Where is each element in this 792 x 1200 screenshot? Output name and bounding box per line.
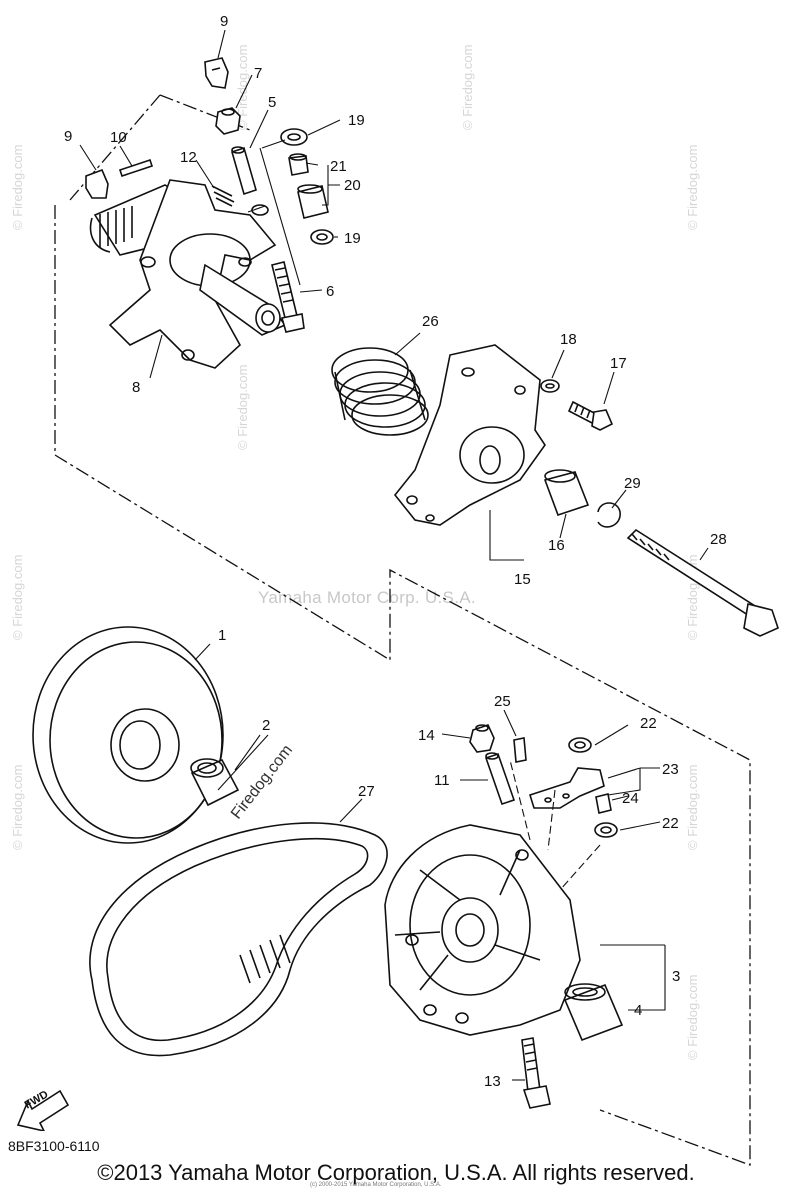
sliding-sheave-1 — [32, 626, 224, 844]
callout-7: 7 — [254, 65, 262, 82]
callout-9-upper: 9 — [220, 13, 228, 30]
callout-25: 25 — [494, 693, 511, 710]
callout-18: 18 — [560, 331, 577, 348]
bolt-13 — [521, 1037, 551, 1109]
callout-29: 29 — [624, 475, 641, 492]
callout-13: 13 — [484, 1073, 501, 1090]
clip-29 — [597, 502, 621, 528]
callout-19-upper: 19 — [348, 112, 365, 129]
callout-28: 28 — [710, 531, 727, 548]
bushing-16 — [543, 469, 590, 517]
weight-9-upper — [204, 57, 229, 89]
bushing-2 — [190, 758, 240, 807]
callout-14: 14 — [418, 727, 435, 744]
washer-19-upper — [280, 128, 308, 146]
callout-9-left: 9 — [64, 128, 72, 145]
pin-11 — [484, 752, 516, 806]
spring-cover-15 — [393, 344, 546, 526]
fwd-arrow-icon — [16, 1089, 70, 1131]
weight-9-left — [85, 168, 109, 199]
fine-print: (c) 2000-2015 Yamaha Motor Corporation, … — [310, 1182, 442, 1188]
callout-8: 8 — [132, 379, 140, 396]
callout-6: 6 — [326, 283, 334, 300]
callout-1: 1 — [218, 627, 226, 644]
pin-12 — [211, 185, 235, 207]
callout-17: 17 — [610, 355, 627, 372]
roller-arm-23 — [529, 767, 605, 809]
bolt-28 — [626, 528, 779, 637]
copyright-notice: ©2013 Yamaha Motor Corporation, U.S.A. A… — [97, 1160, 695, 1185]
callout-10: 10 — [110, 129, 127, 146]
leader-lines — [247, 139, 301, 286]
pin-10 — [118, 158, 154, 178]
drive-belt-27 — [89, 822, 388, 1057]
pin-5 — [231, 146, 257, 196]
callout-leaders — [79, 29, 709, 1081]
nut-7 — [215, 107, 241, 135]
callout-23: 23 — [662, 761, 679, 778]
washer-19-lower — [310, 229, 334, 245]
callout-22-lower: 22 — [662, 815, 679, 832]
callout-labels: 9 7 5 19 9 10 12 21 20 19 6 26 18 17 8 2… — [64, 13, 727, 1090]
callout-21: 21 — [330, 158, 347, 175]
callout-4: 4 — [634, 1002, 642, 1019]
washer-18 — [540, 379, 560, 393]
bolt-6 — [271, 261, 305, 333]
callout-16: 16 — [548, 537, 565, 554]
callout-27: 27 — [358, 783, 375, 800]
callout-20: 20 — [344, 177, 361, 194]
leader-lines-lower — [509, 759, 601, 891]
bushing-20 — [297, 184, 329, 219]
fixed-sheave-3 — [384, 824, 581, 1036]
diagram-part-code: 8BF3100-6110 — [8, 1138, 100, 1154]
callout-11: 11 — [434, 772, 450, 789]
callout-22-upper: 22 — [640, 715, 657, 732]
callout-3: 3 — [672, 968, 680, 985]
clutch-hub — [89, 179, 287, 369]
collar-24 — [595, 793, 612, 814]
bushing-21 — [288, 153, 309, 176]
callout-12: 12 — [180, 149, 197, 166]
callout-5: 5 — [268, 94, 276, 111]
callout-15: 15 — [514, 571, 531, 588]
pin-25 — [513, 737, 527, 763]
callout-24: 24 — [622, 790, 639, 807]
bushing-4 — [563, 983, 624, 1042]
callout-26: 26 — [422, 313, 439, 330]
center-watermark: Yamaha Motor Corp. U.S.A. — [258, 588, 476, 607]
washer-22-upper — [568, 737, 592, 753]
spring-26 — [331, 347, 429, 436]
washer-22-lower — [594, 822, 618, 838]
callout-2: 2 — [262, 717, 270, 734]
nut-14 — [469, 724, 495, 753]
callout-19-lower: 19 — [344, 230, 361, 247]
bolt-17 — [567, 400, 614, 431]
